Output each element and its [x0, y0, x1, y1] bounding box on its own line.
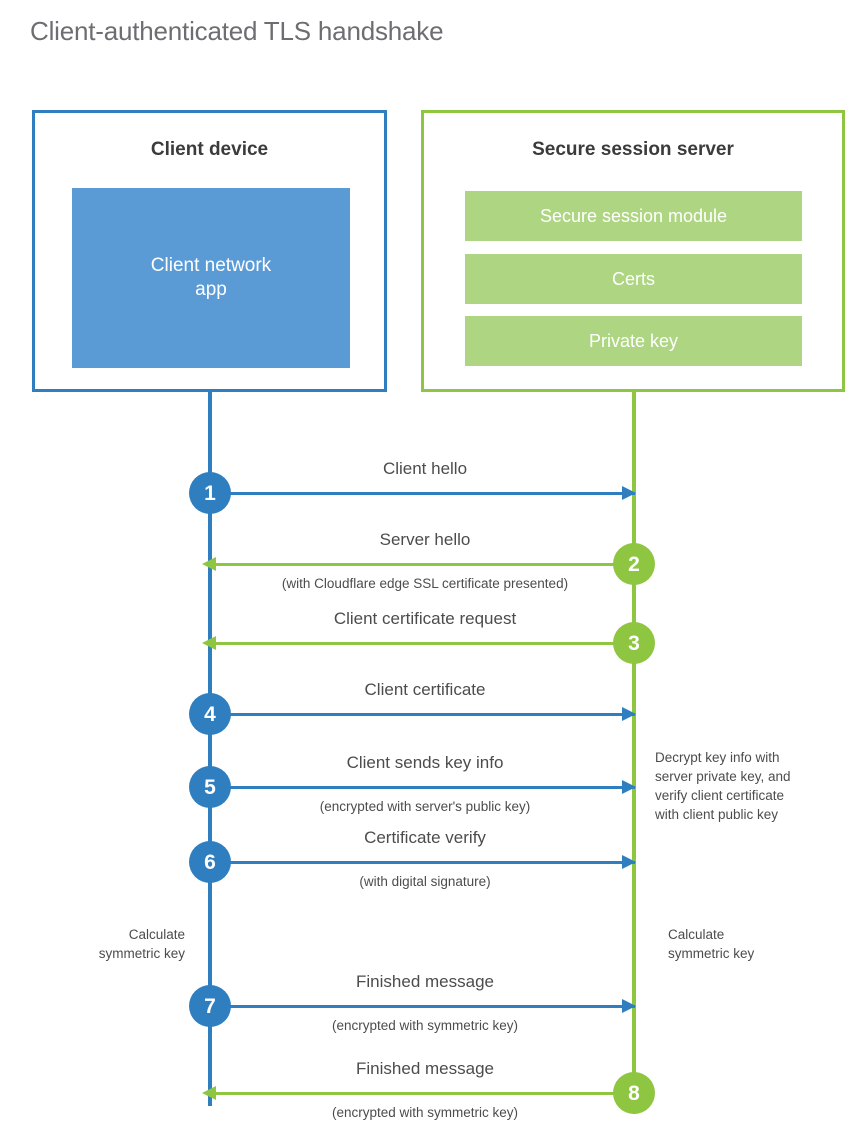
message-label: Client certificate: [364, 680, 486, 699]
message-line: [210, 786, 635, 789]
note-calculate-symmetric-key-server: Calculate symmetric key: [668, 927, 755, 962]
step-badge-3: 3: [613, 622, 655, 664]
message-sublabel: (encrypted with symmetric key): [331, 1018, 519, 1033]
step-badge-1: 1: [189, 472, 231, 514]
step-badge-7: 7: [189, 985, 231, 1027]
message-sublabel: (encrypted with server's public key): [319, 799, 531, 814]
step-badge-4: 4: [189, 693, 231, 735]
message-line: [215, 642, 635, 645]
secure-session-module-block: Secure session module: [465, 191, 802, 241]
arrow-left-icon: [202, 557, 216, 571]
secure-session-server-box: Secure session server Secure session mod…: [421, 110, 845, 392]
message-line: [215, 1092, 635, 1095]
arrow-right-icon: [622, 486, 636, 500]
private-key-block: Private key: [465, 316, 802, 366]
message-sublabel: (with Cloudflare edge SSL certificate pr…: [281, 576, 569, 591]
note-calculate-symmetric-key-client: Calculate symmetric key: [98, 927, 185, 962]
arrow-right-icon: [622, 780, 636, 794]
arrow-right-icon: [622, 999, 636, 1013]
step-badge-8: 8: [613, 1072, 655, 1114]
message-sublabel: (encrypted with symmetric key): [331, 1105, 519, 1120]
client-device-title: Client device: [150, 139, 269, 160]
message-label: Server hello: [379, 530, 471, 549]
message-label: Client certificate request: [333, 609, 517, 628]
arrow-right-icon: [622, 855, 636, 869]
step-badge-5: 5: [189, 766, 231, 808]
message-line: [210, 1005, 635, 1008]
message-label: Finished message: [356, 1059, 494, 1078]
message-line: [210, 861, 635, 864]
message-label: Client sends key info: [346, 753, 504, 772]
page-title: Client-authenticated TLS handshake: [30, 16, 444, 46]
note-decrypt-key-info: Decrypt key info with server private key…: [655, 750, 791, 823]
arrow-left-icon: [202, 1086, 216, 1100]
message-line: [210, 492, 635, 495]
step-badge-2: 2: [613, 543, 655, 585]
message-line: [215, 563, 635, 566]
server-lifeline: [632, 392, 636, 1106]
message-label: Certificate verify: [364, 828, 486, 847]
message-label: Finished message: [356, 972, 494, 991]
client-device-box: Client device Client network app: [32, 110, 387, 392]
certs-block: Certs: [465, 254, 802, 304]
client-lifeline: [208, 392, 212, 1106]
client-network-app-block: Client network app: [72, 188, 350, 368]
secure-session-server-title: Secure session server: [532, 139, 734, 160]
step-badge-6: 6: [189, 841, 231, 883]
arrow-left-icon: [202, 636, 216, 650]
arrow-right-icon: [622, 707, 636, 721]
message-line: [210, 713, 635, 716]
message-sublabel: (with digital signature): [359, 874, 491, 889]
message-label: Client hello: [382, 459, 468, 478]
